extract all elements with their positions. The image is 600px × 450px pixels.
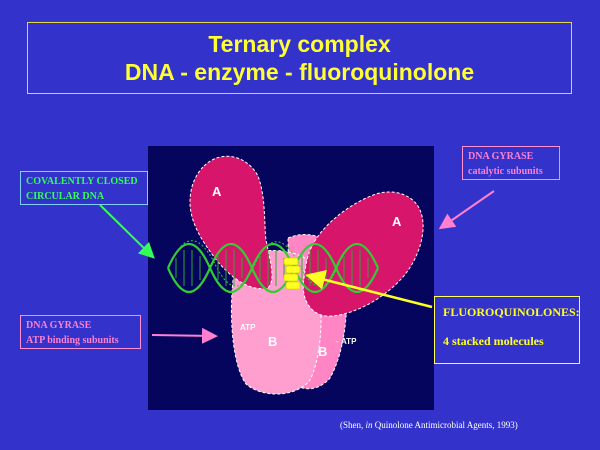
arrow-dna [99, 204, 155, 259]
label-gyrase-atp: DNA GYRASE ATP binding subunits [20, 315, 141, 349]
subunit-a-right [302, 191, 424, 317]
title-line-1: Ternary complex [208, 31, 391, 57]
fluoroquinolone-stack [283, 257, 301, 290]
label-fluoroquinolones: FLUOROQUINOLONES: 4 stacked molecules [434, 296, 580, 364]
label-fluoroquinolones-line-1: FLUOROQUINOLONES: [443, 305, 580, 319]
label-gyrase-catalytic-line-2: catalytic subunits [468, 166, 543, 177]
title-line-2: DNA - enzyme - fluoroquinolone [124, 59, 475, 85]
label-gyrase-atp-line-1: DNA GYRASE [26, 320, 92, 331]
label-fluoroquinolones-line-2: 4 stacked molecules [443, 334, 544, 348]
subunit-a-left-label: A [212, 184, 222, 199]
atp-right-dash: - [336, 337, 339, 346]
label-dna-line-2: CIRCULAR DNA [26, 191, 105, 202]
arrow-fluoroquinolones [305, 270, 433, 309]
citation: (Shen, in Quinolone Antimicrobial Agents… [340, 420, 518, 430]
label-gyrase-catalytic: DNA GYRASE catalytic subunits [462, 146, 560, 180]
atp-right-label: ATP [341, 337, 357, 346]
label-dna: COVALENTLY CLOSED CIRCULAR DNA [20, 171, 148, 205]
label-gyrase-atp-line-2: ATP binding subunits [26, 335, 119, 346]
label-gyrase-catalytic-line-1: DNA GYRASE [468, 151, 534, 162]
subunit-a-left [189, 155, 273, 290]
citation-source: Quinolone Antimicrobial Agents, 1993) [374, 420, 518, 430]
atp-left-label: ATP [240, 323, 256, 332]
arrow-gyrase-catalytic [438, 190, 495, 230]
arrow-gyrase-atp [151, 327, 218, 344]
subunit-b-right-label: B [318, 344, 327, 359]
label-dna-line-1: COVALENTLY CLOSED [26, 176, 138, 187]
subunit-b-left-label: B [268, 334, 277, 349]
citation-in: in [365, 420, 373, 430]
subunit-a-right-label: A [392, 214, 402, 229]
citation-prefix: (Shen, [340, 420, 364, 430]
title-box: Ternary complex DNA - enzyme - fluoroqui… [27, 22, 572, 94]
